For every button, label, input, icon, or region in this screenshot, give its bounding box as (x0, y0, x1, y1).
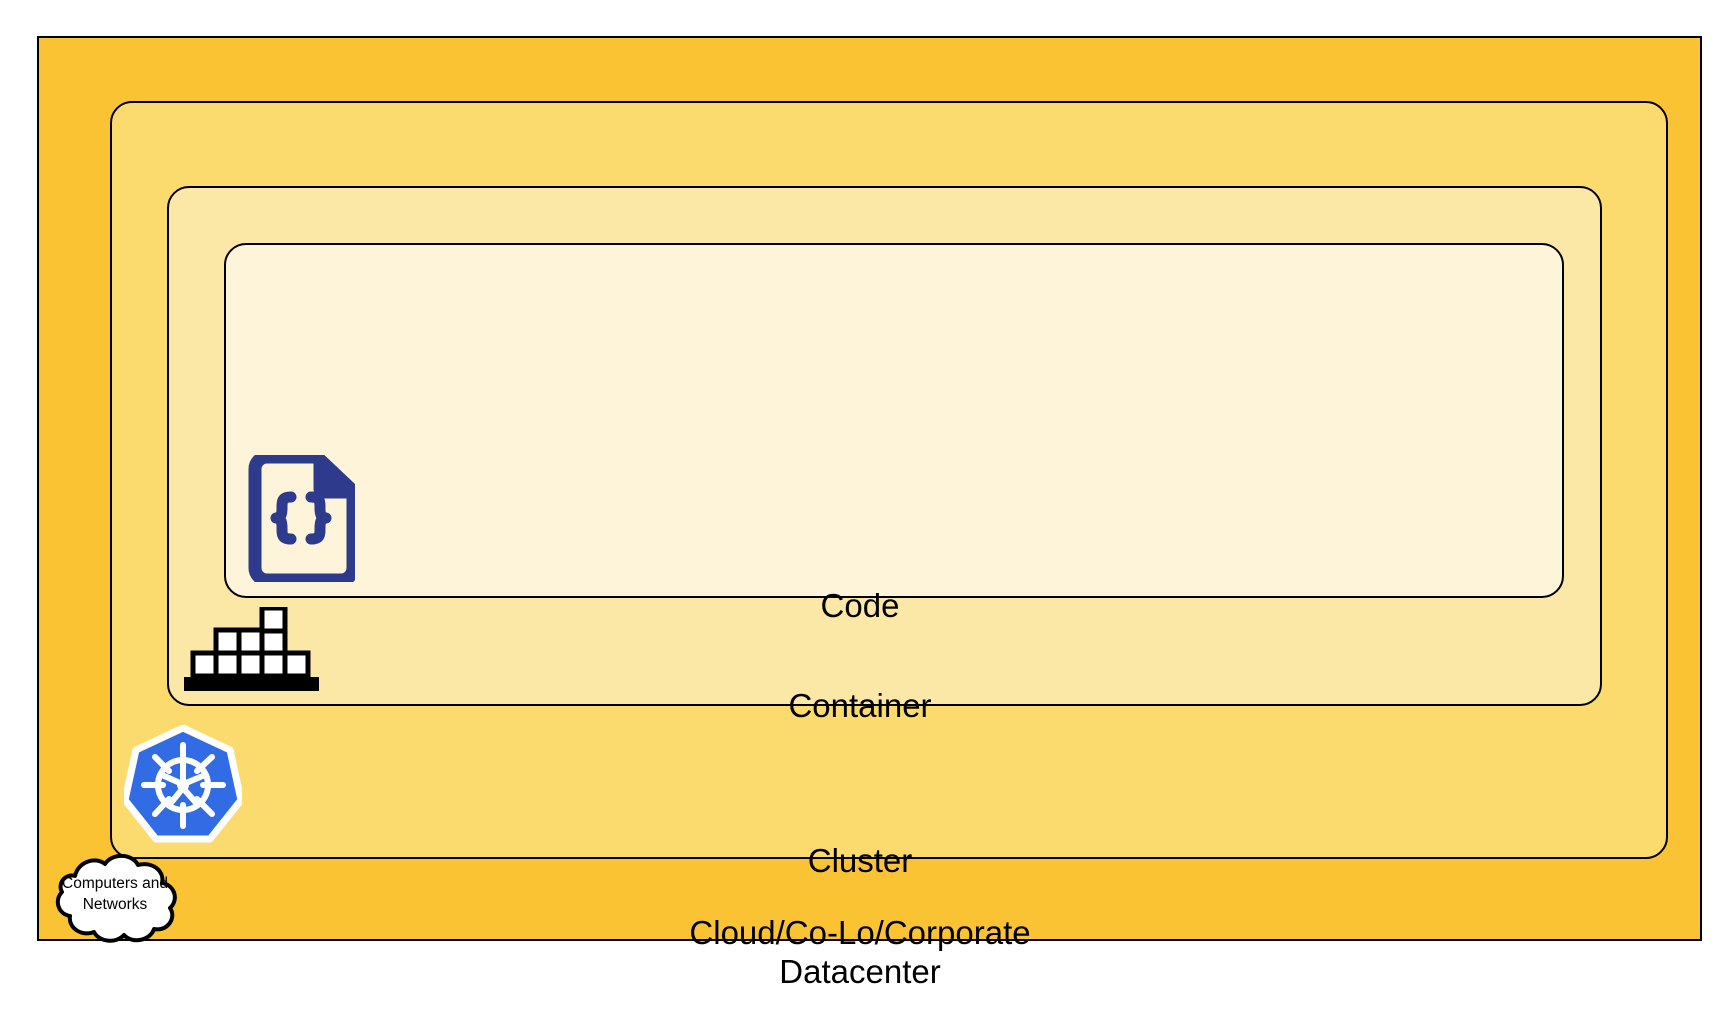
diagram-canvas: Code Container Cluster Cloud/Co-Lo/Corpo… (35, 36, 1702, 990)
layer-label-datacenter: Cloud/Co-Lo/Corporate Datacenter (689, 913, 1031, 990)
kubernetes-helm-icon (124, 725, 242, 843)
cloud-shape-icon (55, 853, 177, 943)
layer-label-code: Code (820, 586, 900, 624)
json-document-icon (248, 455, 355, 582)
container-boxes-icon (184, 607, 319, 691)
layer-code[interactable] (224, 243, 1564, 598)
computers-and-networks-cloud[interactable]: Computers and Networks (35, 852, 195, 948)
layer-label-container: Container (788, 686, 932, 724)
layer-label-cluster: Cluster (807, 841, 913, 879)
